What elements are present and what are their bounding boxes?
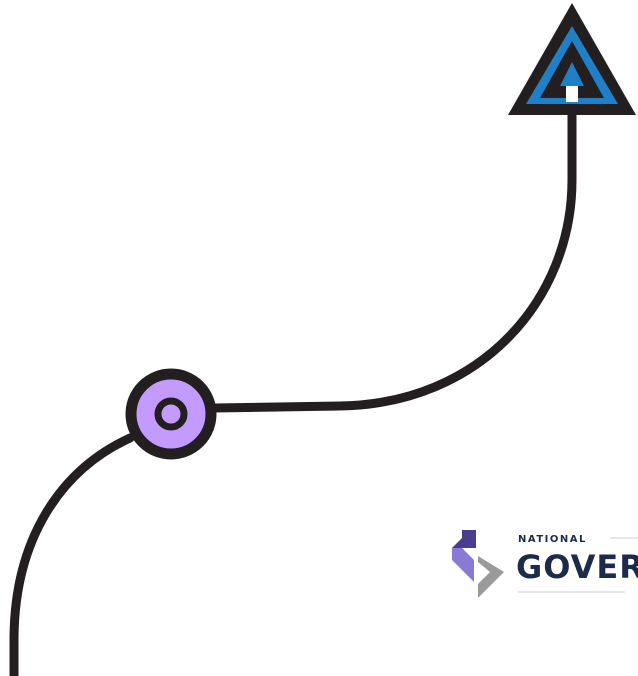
logo-top-line: NATIONAL (518, 534, 587, 545)
logo-main-line: GOVER (516, 548, 638, 586)
circle-target-icon (125, 368, 217, 460)
journey-path (9, 105, 577, 676)
chevron-logo-icon (452, 530, 504, 598)
triangle-arrow-icon (508, 3, 636, 115)
